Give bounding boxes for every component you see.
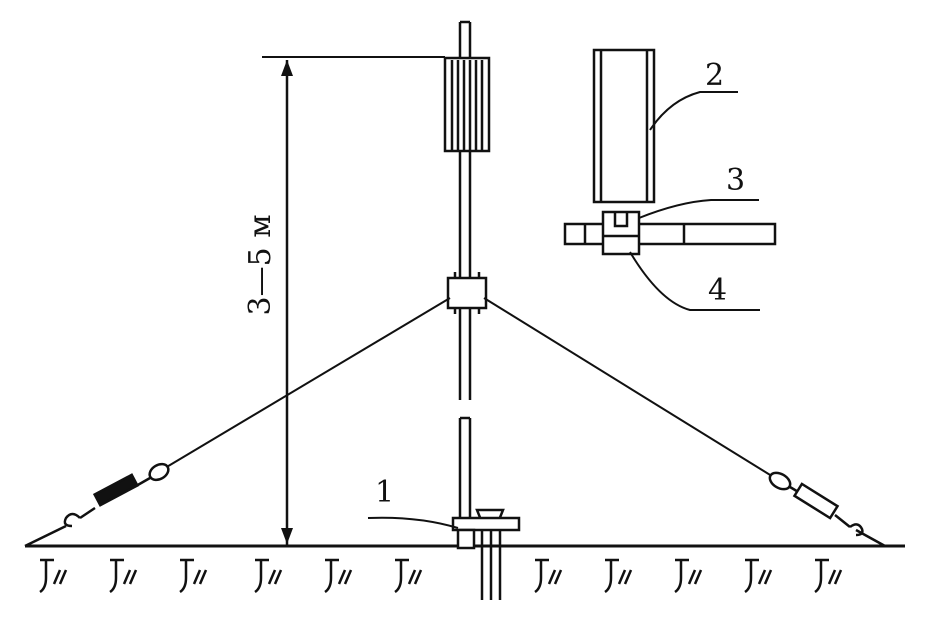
left-turnbuckle <box>24 462 170 548</box>
ground-hatch-mark <box>109 558 138 594</box>
callout-2: 2 <box>705 58 724 93</box>
callout-3: 3 <box>726 163 745 198</box>
ground-hatch-mark <box>324 558 353 594</box>
ground-hatch-mark <box>744 558 773 594</box>
guy-collar <box>446 272 488 314</box>
antenna-element <box>443 56 491 153</box>
callout-4: 4 <box>708 273 727 308</box>
mast-base <box>451 508 521 600</box>
ground-hatch-mark <box>534 558 563 594</box>
ground-hatch-mark <box>394 558 423 594</box>
detail-clamp <box>563 210 777 256</box>
ground-hatch-mark <box>254 558 283 594</box>
right-turnbuckle <box>768 471 886 548</box>
ground-hatch-mark <box>179 558 208 594</box>
dimension-label: 3—5 м <box>243 214 278 315</box>
ground-hatch-mark <box>674 558 703 594</box>
leader-lines <box>367 91 760 529</box>
ground-hatching <box>39 558 843 594</box>
ground-hatch-mark <box>814 558 843 594</box>
callout-1: 1 <box>375 475 394 510</box>
detail-pipe <box>592 48 656 204</box>
height-dimension <box>262 56 445 546</box>
ground-hatch-mark <box>604 558 633 594</box>
guy-wires <box>164 297 776 479</box>
ground-hatch-mark <box>39 558 68 594</box>
